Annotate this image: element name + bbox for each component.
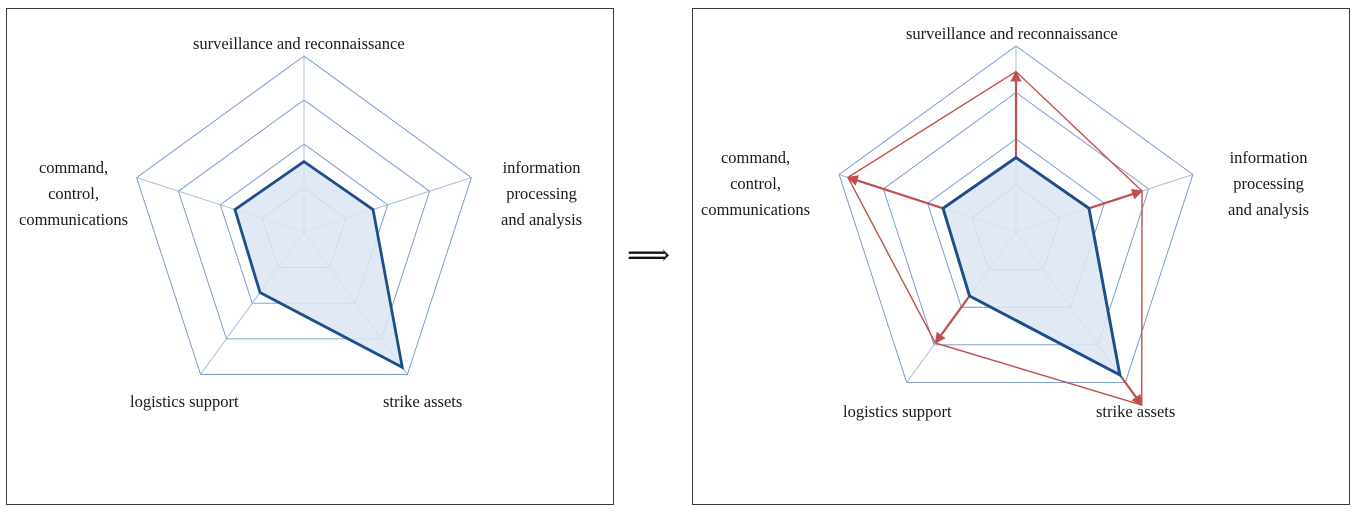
radar-chart-after (838, 45, 1194, 406)
axis-label-line: control, (730, 174, 781, 193)
current-capability-polygon (233, 159, 405, 370)
transition-arrow-icon: ⟹ (627, 238, 671, 273)
axis-label-surveillance: surveillance and reconnaissance (906, 24, 1118, 43)
axis-label-line: and analysis (501, 210, 583, 229)
axis-label-c3: command, control, communications (19, 155, 128, 233)
axis-label-surveillance: surveillance and reconnaissance (193, 34, 405, 53)
axis-label-strike-assets: strike assets (383, 392, 463, 411)
axis-label-logistics-support: logistics support (130, 392, 239, 411)
grid-ring (177, 99, 431, 340)
current-capability-outline (941, 155, 1122, 378)
radar-panel-before: surveillance and reconnaissance informat… (6, 8, 614, 505)
axis-label-line: command, (720, 148, 791, 167)
axis-label-line: control, (48, 184, 99, 203)
axis-label-line: and analysis (1228, 200, 1310, 219)
axis-label-line: communications (701, 200, 811, 219)
grid-ring (838, 45, 1194, 383)
grid-ring (882, 91, 1150, 346)
change-arrow (1118, 374, 1143, 406)
axis-label-information-processing: information processing and analysis (501, 155, 582, 233)
axis-label-logistics-support: logistics support (843, 402, 952, 421)
axis-label-line: processing (506, 184, 577, 203)
axis-label-information-processing: information processing and analysis (1228, 145, 1309, 223)
change-arrow (934, 295, 971, 344)
change-arrow (846, 175, 944, 210)
axis-label-c3: command, control, communications (701, 145, 810, 223)
axis-label-line: communications (19, 210, 129, 229)
axis-label-line: information (1229, 148, 1308, 167)
target-capability-polygon (847, 70, 1143, 406)
axis-label-strike-assets: strike assets (1096, 402, 1176, 421)
radar-chart-before (136, 55, 472, 375)
axis-label-line: command, (38, 158, 109, 177)
axis-label-line: processing (1233, 174, 1304, 193)
radar-panel-after: surveillance and reconnaissance informat… (692, 8, 1350, 505)
change-arrow (1088, 188, 1144, 210)
axis-label-line: information (502, 158, 581, 177)
grid-ring (136, 55, 472, 375)
